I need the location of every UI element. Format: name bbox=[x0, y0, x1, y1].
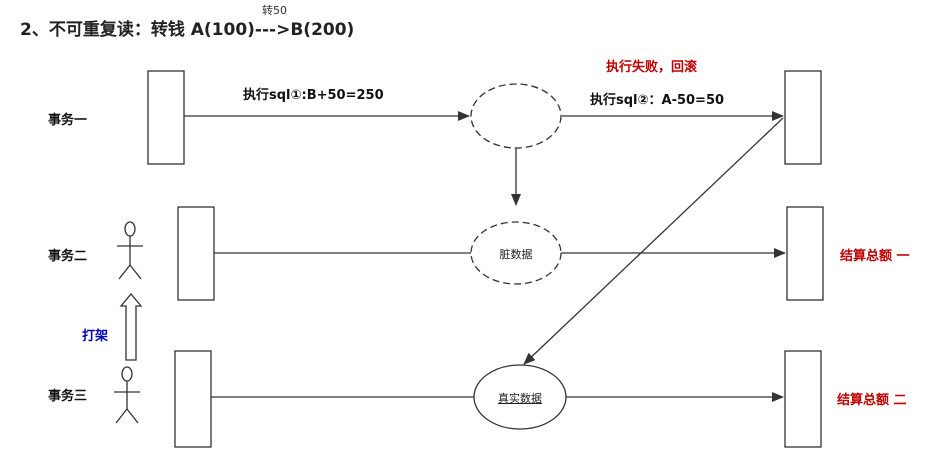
t1-start-box bbox=[147, 70, 185, 165]
person-icon-t3 bbox=[114, 366, 140, 424]
fight-label: 打架 bbox=[82, 329, 109, 344]
total-one-label: 结算总额 一 bbox=[840, 249, 910, 264]
real-data-label: 真实数据 bbox=[498, 392, 542, 405]
transaction-3-label: 事务三 bbox=[48, 389, 88, 404]
arrow-rollback bbox=[523, 117, 784, 365]
total-two-label: 结算总额 二 bbox=[837, 393, 907, 408]
transaction-1-label: 事务一 bbox=[48, 113, 88, 128]
t3-end-box bbox=[784, 350, 822, 448]
t1-end-box bbox=[784, 70, 822, 165]
title-annotation: 转50 bbox=[262, 4, 287, 17]
pending-ellipse bbox=[470, 83, 562, 149]
person-icon-t2 bbox=[117, 221, 143, 280]
page-title: 2、不可重复读：转钱 A(100)--->B(200) bbox=[20, 20, 355, 40]
transaction-2-label: 事务二 bbox=[48, 249, 88, 264]
t2-start-box bbox=[177, 206, 215, 301]
rollback-label: 执行失败，回滚 bbox=[606, 60, 698, 75]
t2-end-box bbox=[786, 206, 824, 301]
dirty-data-label: 脏数据 bbox=[499, 248, 533, 261]
sql1-label: 执行sql①:B+50=250 bbox=[243, 88, 384, 103]
sql2-label: 执行sql②：A-50=50 bbox=[590, 93, 725, 108]
fight-arrow-icon bbox=[119, 292, 143, 361]
t3-start-box bbox=[174, 350, 212, 448]
